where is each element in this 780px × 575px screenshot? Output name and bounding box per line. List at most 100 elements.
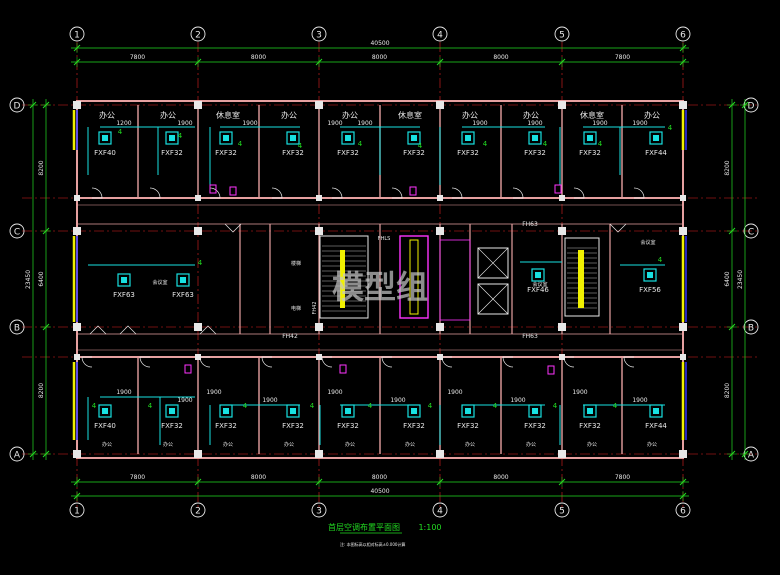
- door-swing-top: [91, 187, 103, 199]
- core-label: FH63: [522, 333, 538, 340]
- stair-handrail: [578, 250, 584, 308]
- right-span-dimension-text: 8200: [724, 383, 731, 398]
- door-swing-bottom: [381, 356, 393, 368]
- door-swing-top: [331, 187, 343, 199]
- structural-column: [437, 195, 443, 201]
- structural-column: [315, 450, 323, 458]
- pipe-tag-number: 4: [243, 402, 248, 410]
- structural-column: [679, 323, 687, 331]
- room-name-mid: 会议室: [152, 279, 167, 286]
- top-span-dimension-text: 7800: [615, 54, 630, 61]
- pipe-tag-number: 4: [198, 259, 203, 267]
- structural-column: [73, 101, 81, 109]
- bottom-span-dimension-text: 8000: [372, 474, 387, 481]
- pipe-tag-number: 4: [668, 124, 673, 132]
- ac-unit-bottom-core: [653, 408, 659, 414]
- ac-unit-bottom-core: [532, 408, 538, 414]
- pipe-tag-number: 4: [553, 402, 558, 410]
- top-span-dimension-text: 8000: [372, 54, 387, 61]
- pipe-dimension-bottom: 1900: [262, 397, 277, 404]
- ac-unit-bottom-core: [223, 408, 229, 414]
- ac-unit-top-label: FXF32: [524, 149, 546, 157]
- sanitary-fixture: [184, 364, 192, 374]
- pipe-dimension-top: 1900: [632, 120, 647, 127]
- pipe-dimension-bottom: 1900: [632, 397, 647, 404]
- grid-bubble-row: [9, 97, 25, 113]
- pipe-dimension-bottom: 1900: [572, 389, 587, 396]
- ac-unit-top-core: [169, 135, 175, 141]
- door-swing-bottom: [321, 356, 333, 368]
- room-name-bottom: 办公: [284, 441, 294, 448]
- ac-unit-bottom-box: [165, 404, 179, 418]
- structural-column: [195, 354, 201, 360]
- room-name-mid: 会议室: [532, 281, 547, 288]
- ac-unit-bottom-box: [98, 404, 112, 418]
- room-name-top: 休息室: [216, 110, 240, 120]
- ac-unit-top-box: [286, 131, 300, 145]
- grid-label-col: 5: [559, 507, 565, 517]
- room-name-top: 休息室: [580, 110, 604, 120]
- sanitary-fixture: [409, 186, 417, 196]
- core-label: 楼梯: [291, 260, 301, 267]
- ac-unit-top-core: [653, 135, 659, 141]
- door-swing-top: [149, 187, 161, 199]
- room-name-top: 办公: [160, 110, 176, 120]
- structural-column: [558, 323, 566, 331]
- room-name-bottom: 办公: [647, 441, 657, 448]
- ac-unit-bottom-label: FXF32: [457, 422, 479, 430]
- room-name-mid: 会议室: [640, 239, 655, 246]
- grid-label-col: 4: [437, 507, 443, 517]
- sanitary-fixture: [209, 184, 217, 194]
- pipe-dimension-bottom: 1900: [206, 389, 221, 396]
- grid-bubble-col: [190, 502, 206, 518]
- sanitary-fixture: [229, 186, 237, 196]
- grid-bubble-row: [9, 446, 25, 462]
- ac-unit-top-box: [407, 131, 421, 145]
- pipe-tag-number: 4: [543, 140, 548, 148]
- bottom-span-dimension-text: 7800: [130, 474, 145, 481]
- top-span-dimension-text: 7800: [130, 54, 145, 61]
- top-span-dimension-text: 8000: [251, 54, 266, 61]
- bottom-span-dimension-text: 8000: [251, 474, 266, 481]
- pipe-tag-number: 4: [92, 402, 97, 410]
- ac-unit-top-box: [528, 131, 542, 145]
- grid-label-row: B: [748, 324, 754, 334]
- door-swing-top: [633, 187, 645, 199]
- drawing-scale: 1:100: [418, 523, 441, 532]
- ac-unit-bottom-core: [345, 408, 351, 414]
- grid-label-col: 2: [195, 507, 201, 517]
- door-swing-top: [573, 187, 585, 199]
- ac-unit-top-label: FXF32: [403, 149, 425, 157]
- core-label: 电梯: [291, 305, 301, 312]
- structural-column: [73, 323, 81, 331]
- grid-bubble-row: [9, 223, 25, 239]
- pipe-dimension-bottom: 1900: [390, 397, 405, 404]
- structural-column: [194, 227, 202, 235]
- core-label: FHLS: [378, 236, 391, 242]
- room-name-top: 办公: [462, 110, 478, 120]
- grid-bubble-col: [554, 502, 570, 518]
- grid-bubble-row: [9, 319, 25, 335]
- door-swing-mid: [199, 325, 217, 335]
- toilet-zone: [439, 239, 471, 321]
- structural-column: [194, 450, 202, 458]
- pipe-tag-number: 4: [493, 402, 498, 410]
- ac-unit-bottom-core: [411, 408, 417, 414]
- ac-unit-top-box: [219, 131, 233, 145]
- pipe-dimension-bottom: 1900: [177, 397, 192, 404]
- structural-column: [559, 354, 565, 360]
- left-total-dimension-text: 23450: [25, 270, 32, 289]
- grid-label-col: 2: [195, 31, 201, 41]
- pipe-tag-number: 4: [358, 140, 363, 148]
- door-swing-mid: [119, 325, 137, 335]
- grid-label-col: 4: [437, 31, 443, 41]
- ac-unit-mid-box: [117, 273, 131, 287]
- structural-column: [316, 354, 322, 360]
- structural-column: [436, 227, 444, 235]
- grid-bubble-col: [554, 26, 570, 42]
- pipe-dimension-bottom: 1900: [327, 389, 342, 396]
- pipe-dimension-bottom: 1900: [510, 397, 525, 404]
- room-name-top: 办公: [99, 110, 115, 120]
- structural-column: [194, 101, 202, 109]
